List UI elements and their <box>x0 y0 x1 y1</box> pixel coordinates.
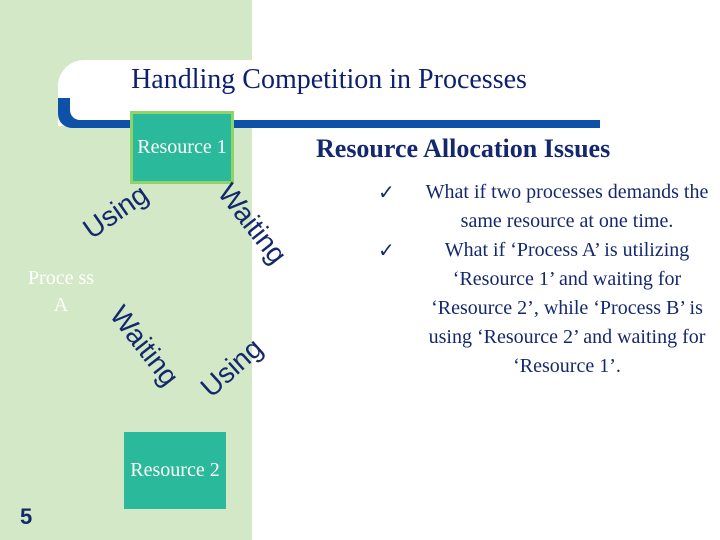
issues-heading: Resource Allocation Issues <box>316 134 611 163</box>
slide-title: Handling Competition in Processes <box>131 64 527 95</box>
check-mark-icon: ✓ <box>378 238 395 262</box>
list-item: ✓ What if ‘Process A’ is utilizing ‘Reso… <box>374 236 714 381</box>
process-b-node: Proce ss B <box>260 267 328 316</box>
bullet-text: What if two processes demands the same r… <box>425 181 709 232</box>
page-number: 5 <box>20 504 33 529</box>
bullet-text: What if ‘Process A’ is utilizing ‘Resour… <box>428 239 706 377</box>
process-a-node: Proce ss A <box>27 267 95 316</box>
resource-1-box: Resource 1 <box>130 111 234 184</box>
list-item: ✓ What if two processes demands the same… <box>374 178 714 236</box>
issues-list: ✓ What if two processes demands the same… <box>374 178 714 381</box>
check-mark-icon: ✓ <box>378 180 395 204</box>
resource-2-box: Resource 2 <box>124 432 226 509</box>
